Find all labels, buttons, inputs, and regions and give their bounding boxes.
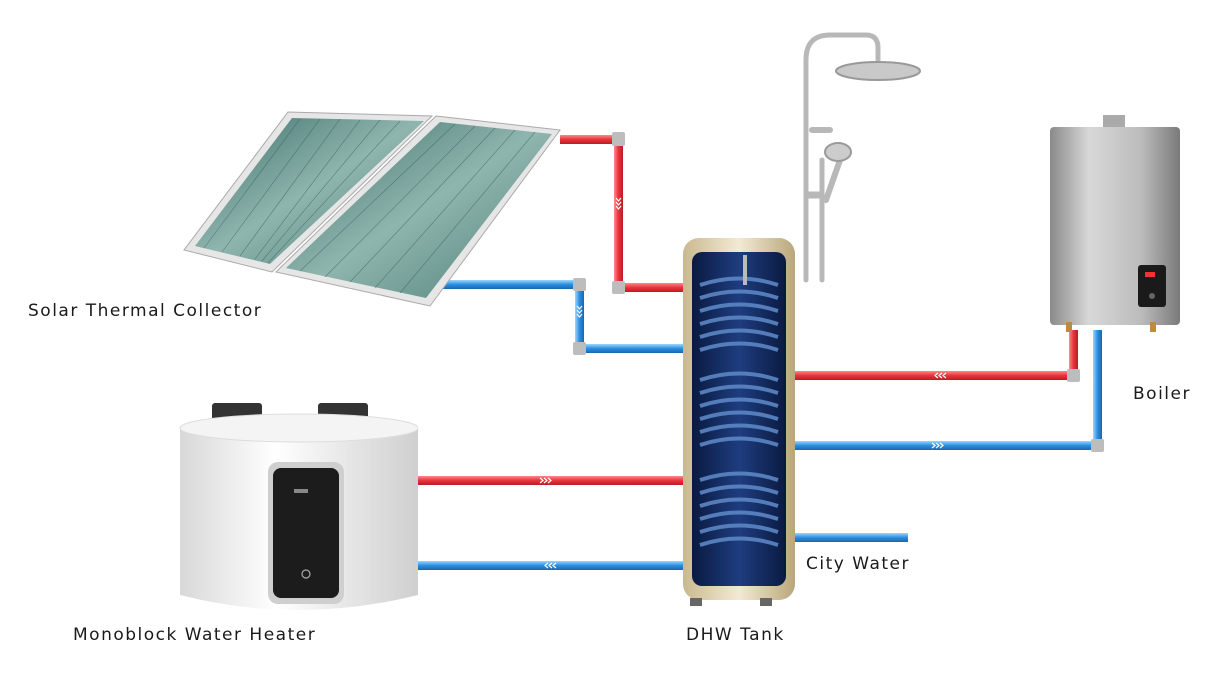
boiler-image bbox=[1050, 115, 1180, 332]
monoblock-heater-image bbox=[179, 403, 419, 610]
boiler-cold-pipe bbox=[795, 330, 1102, 450]
heater-cold-pipe bbox=[410, 561, 685, 570]
solar-collector-image bbox=[183, 111, 561, 307]
dhw-tank-label: DHW Tank bbox=[686, 625, 785, 645]
city-water-pipe bbox=[795, 533, 908, 542]
monoblock-water-heater-label: Monoblock Water Heater bbox=[73, 625, 317, 645]
boiler-label: Boiler bbox=[1133, 384, 1191, 404]
pipe-elbows bbox=[573, 132, 1104, 452]
boiler-hot-pipe bbox=[795, 330, 1078, 380]
dhw-tank-image bbox=[683, 238, 795, 606]
city-water-label: City Water bbox=[806, 554, 910, 574]
solar-thermal-collector-label: Solar Thermal Collector bbox=[28, 301, 263, 321]
solar-cold-pipe bbox=[440, 280, 685, 353]
flow-arrows bbox=[539, 197, 947, 569]
shower-image bbox=[803, 32, 921, 283]
solar-hot-pipe bbox=[560, 135, 686, 292]
